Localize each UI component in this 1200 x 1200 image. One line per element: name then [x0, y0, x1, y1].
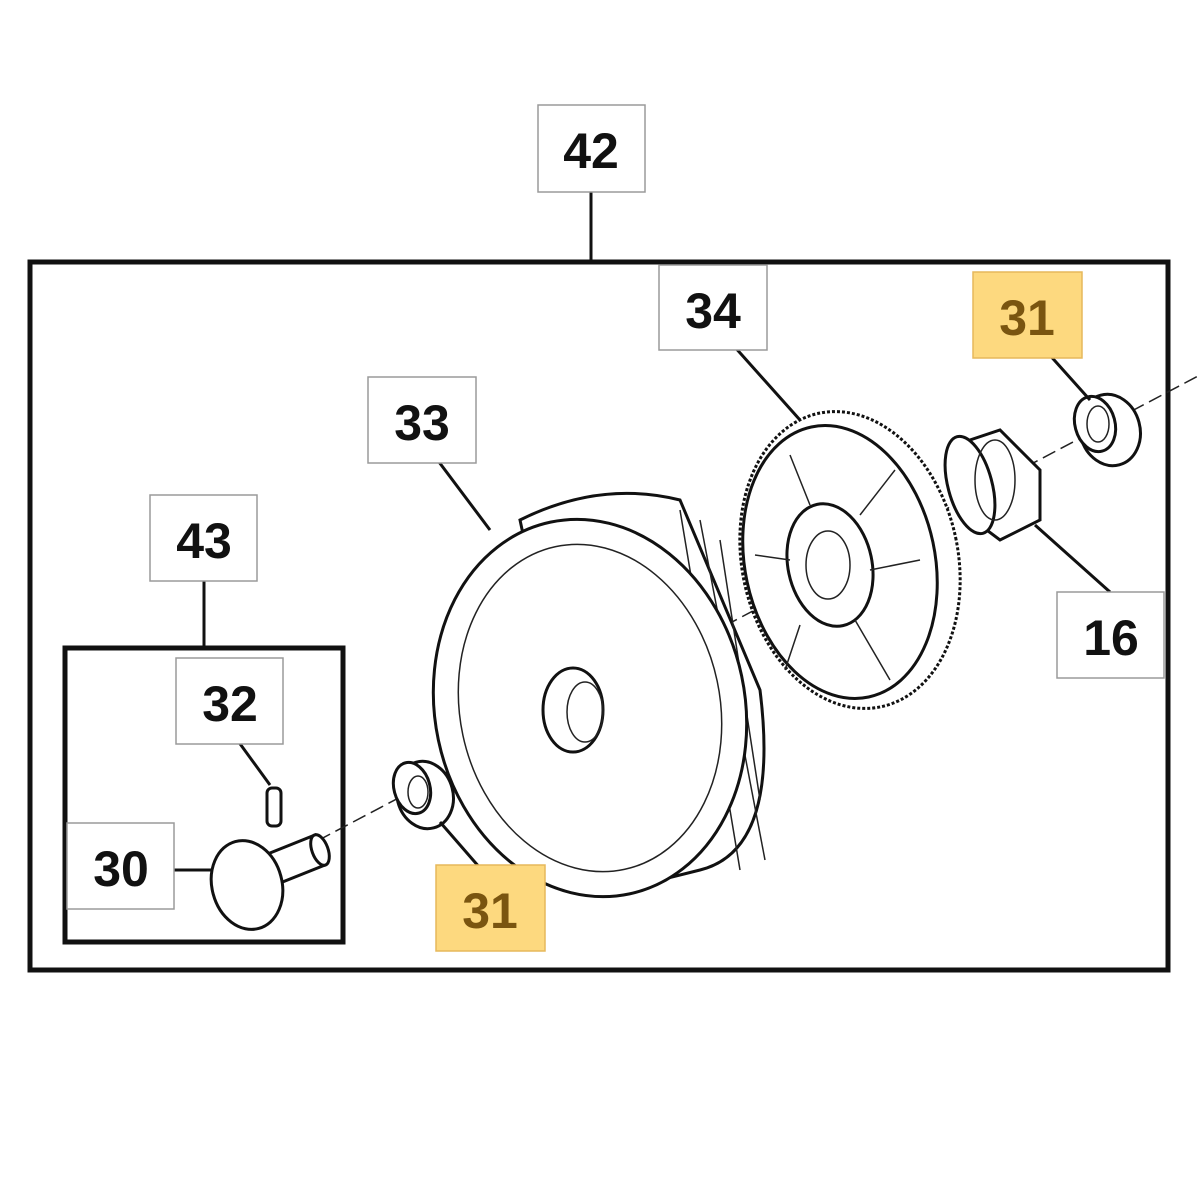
hub-cap-part — [943, 428, 1042, 542]
label-16[interactable]: 16 — [1056, 591, 1165, 679]
bearing-bottom-part — [391, 759, 455, 831]
assembly-frame — [27, 259, 1171, 973]
leader-lines — [174, 192, 1111, 872]
label-43[interactable]: 43 — [149, 494, 258, 582]
pin-part — [265, 786, 283, 828]
axle-bolt-part — [209, 833, 331, 931]
svg-text:31: 31 — [462, 883, 518, 939]
svg-text:31: 31 — [999, 290, 1055, 346]
label-31-bottom[interactable]: 31 — [435, 864, 546, 952]
svg-text:34: 34 — [685, 283, 741, 339]
label-31-top[interactable]: 31 — [972, 271, 1083, 359]
label-33[interactable]: 33 — [367, 376, 477, 464]
bearing-top-part — [1072, 392, 1142, 468]
label-34[interactable]: 34 — [658, 264, 768, 351]
svg-text:33: 33 — [394, 395, 450, 451]
svg-text:16: 16 — [1083, 610, 1139, 666]
label-30[interactable]: 30 — [66, 822, 175, 910]
label-42[interactable]: 42 — [537, 104, 646, 193]
label-32[interactable]: 32 — [175, 657, 284, 745]
svg-text:42: 42 — [563, 123, 619, 179]
svg-text:30: 30 — [93, 841, 149, 897]
svg-text:32: 32 — [202, 676, 258, 732]
wheel-part — [431, 491, 766, 899]
svg-text:43: 43 — [176, 513, 232, 569]
gear-part — [738, 410, 962, 710]
